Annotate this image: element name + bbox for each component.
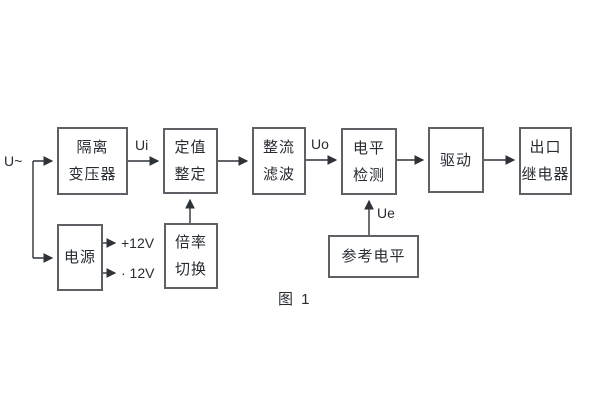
block-drive: 驱动	[428, 127, 484, 193]
figure-caption: 图 1	[278, 291, 312, 308]
block-output-relay: 出口 继电器	[519, 127, 572, 195]
signal-ue-label: Ue	[377, 205, 395, 221]
power-pos12v-label: +12V	[121, 235, 155, 251]
block-rectifier-filter: 整流 滤波	[252, 127, 306, 195]
block-label: 电平	[352, 139, 385, 157]
block-level-detection: 电平 检测	[341, 128, 397, 195]
block-label: 变压器	[68, 166, 117, 183]
block-label: 驱动	[439, 151, 472, 169]
block-power-supply: 电源	[57, 224, 103, 291]
block-label: 整流	[262, 139, 295, 156]
block-label: 倍率	[174, 234, 207, 251]
block-isolation-transformer: 隔离 变压器	[57, 127, 128, 195]
block-ratio-switch: 倍率 切换	[164, 223, 218, 289]
input-voltage-label: U~	[4, 153, 23, 169]
block-label: 出口	[529, 139, 562, 156]
block-label: 检测	[352, 166, 385, 184]
block-label: 切换	[174, 261, 207, 278]
block-label: 整定	[174, 166, 207, 183]
block-label: 定值	[174, 139, 207, 156]
block-label: 继电器	[521, 166, 570, 183]
block-label: 滤波	[262, 166, 295, 183]
signal-ui-label: Ui	[135, 137, 149, 153]
signal-uo-label: Uo	[311, 136, 329, 152]
block-label: 电源	[63, 249, 96, 266]
power-neg12v-label: · 12V	[121, 265, 155, 281]
block-label: 参考电平	[341, 248, 406, 265]
block-label: 隔离	[76, 139, 109, 156]
block-reference-level: 参考电平	[328, 235, 419, 278]
block-setting: 定值 整定	[163, 128, 218, 194]
